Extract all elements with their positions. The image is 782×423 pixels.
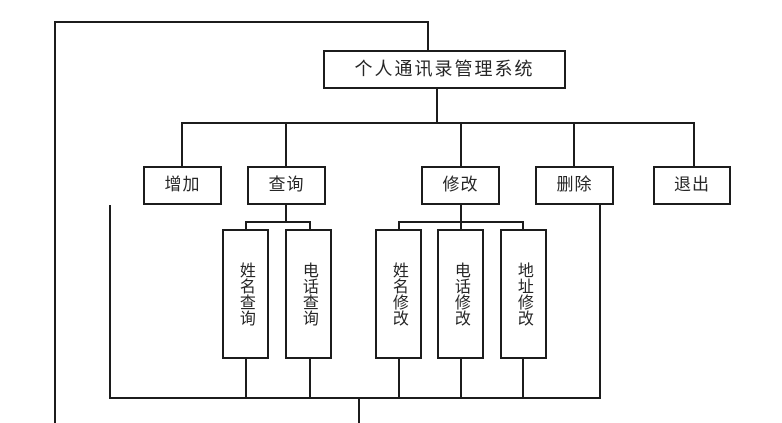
node-add[interactable]: 增加 bbox=[143, 166, 222, 205]
node-query-label: 查询 bbox=[268, 175, 305, 196]
node-modify-address[interactable]: 地址修改 bbox=[500, 229, 547, 359]
connector-bus-to-add bbox=[181, 122, 183, 166]
node-delete-label: 删除 bbox=[556, 175, 593, 196]
connector-query-phone-down bbox=[309, 359, 311, 399]
node-modify-phone-label: 电话修改 bbox=[451, 262, 471, 326]
connector-modify-to-address bbox=[522, 221, 524, 230]
node-modify-phone[interactable]: 电话修改 bbox=[437, 229, 484, 359]
node-exit-label: 退出 bbox=[674, 175, 710, 196]
connector-modify-phone-down bbox=[460, 359, 462, 399]
connector-query-to-name bbox=[245, 221, 247, 230]
connector-modify-to-name bbox=[398, 221, 400, 230]
node-modify-name[interactable]: 姓名修改 bbox=[375, 229, 422, 359]
node-root-label: 个人通讯录管理系统 bbox=[354, 58, 535, 80]
connector-modify-address-down bbox=[522, 359, 524, 399]
connector-level2-bus bbox=[181, 122, 695, 124]
connector-query-name-down bbox=[245, 359, 247, 399]
connector-modify-name-down bbox=[398, 359, 400, 399]
connector-query-bus bbox=[245, 221, 311, 223]
connector-query-stem bbox=[285, 205, 287, 223]
connector-top-to-root bbox=[427, 21, 429, 50]
connector-modify-to-phone bbox=[460, 221, 462, 230]
connector-bus-to-delete bbox=[573, 122, 575, 166]
node-query-name[interactable]: 姓名查询 bbox=[222, 229, 269, 359]
node-add-label: 增加 bbox=[164, 175, 201, 196]
node-modify-address-label: 地址修改 bbox=[514, 262, 534, 326]
connector-bus-to-query bbox=[285, 122, 287, 166]
node-delete[interactable]: 删除 bbox=[535, 166, 614, 205]
node-modify-label: 修改 bbox=[442, 175, 479, 196]
connector-top-horizontal bbox=[54, 21, 429, 23]
connector-bottom-bus bbox=[109, 397, 601, 399]
connector-add-down bbox=[109, 205, 111, 399]
connector-left-outer-vertical bbox=[54, 21, 56, 423]
connector-root-stem bbox=[436, 89, 438, 123]
connector-delete-down bbox=[599, 205, 601, 399]
node-modify[interactable]: 修改 bbox=[421, 166, 500, 205]
node-query-name-label: 姓名查询 bbox=[236, 262, 256, 326]
connector-modify-stem bbox=[460, 205, 462, 223]
node-query[interactable]: 查询 bbox=[247, 166, 326, 205]
connector-bus-to-exit bbox=[693, 122, 695, 166]
node-root[interactable]: 个人通讯录管理系统 bbox=[323, 50, 566, 89]
node-query-phone[interactable]: 电话查询 bbox=[285, 229, 332, 359]
node-exit[interactable]: 退出 bbox=[653, 166, 731, 205]
node-query-phone-label: 电话查询 bbox=[299, 262, 319, 326]
connector-query-to-phone bbox=[309, 221, 311, 230]
connector-bottom-stem bbox=[358, 397, 360, 423]
node-modify-name-label: 姓名修改 bbox=[389, 262, 409, 326]
connector-bus-to-modify bbox=[460, 122, 462, 166]
